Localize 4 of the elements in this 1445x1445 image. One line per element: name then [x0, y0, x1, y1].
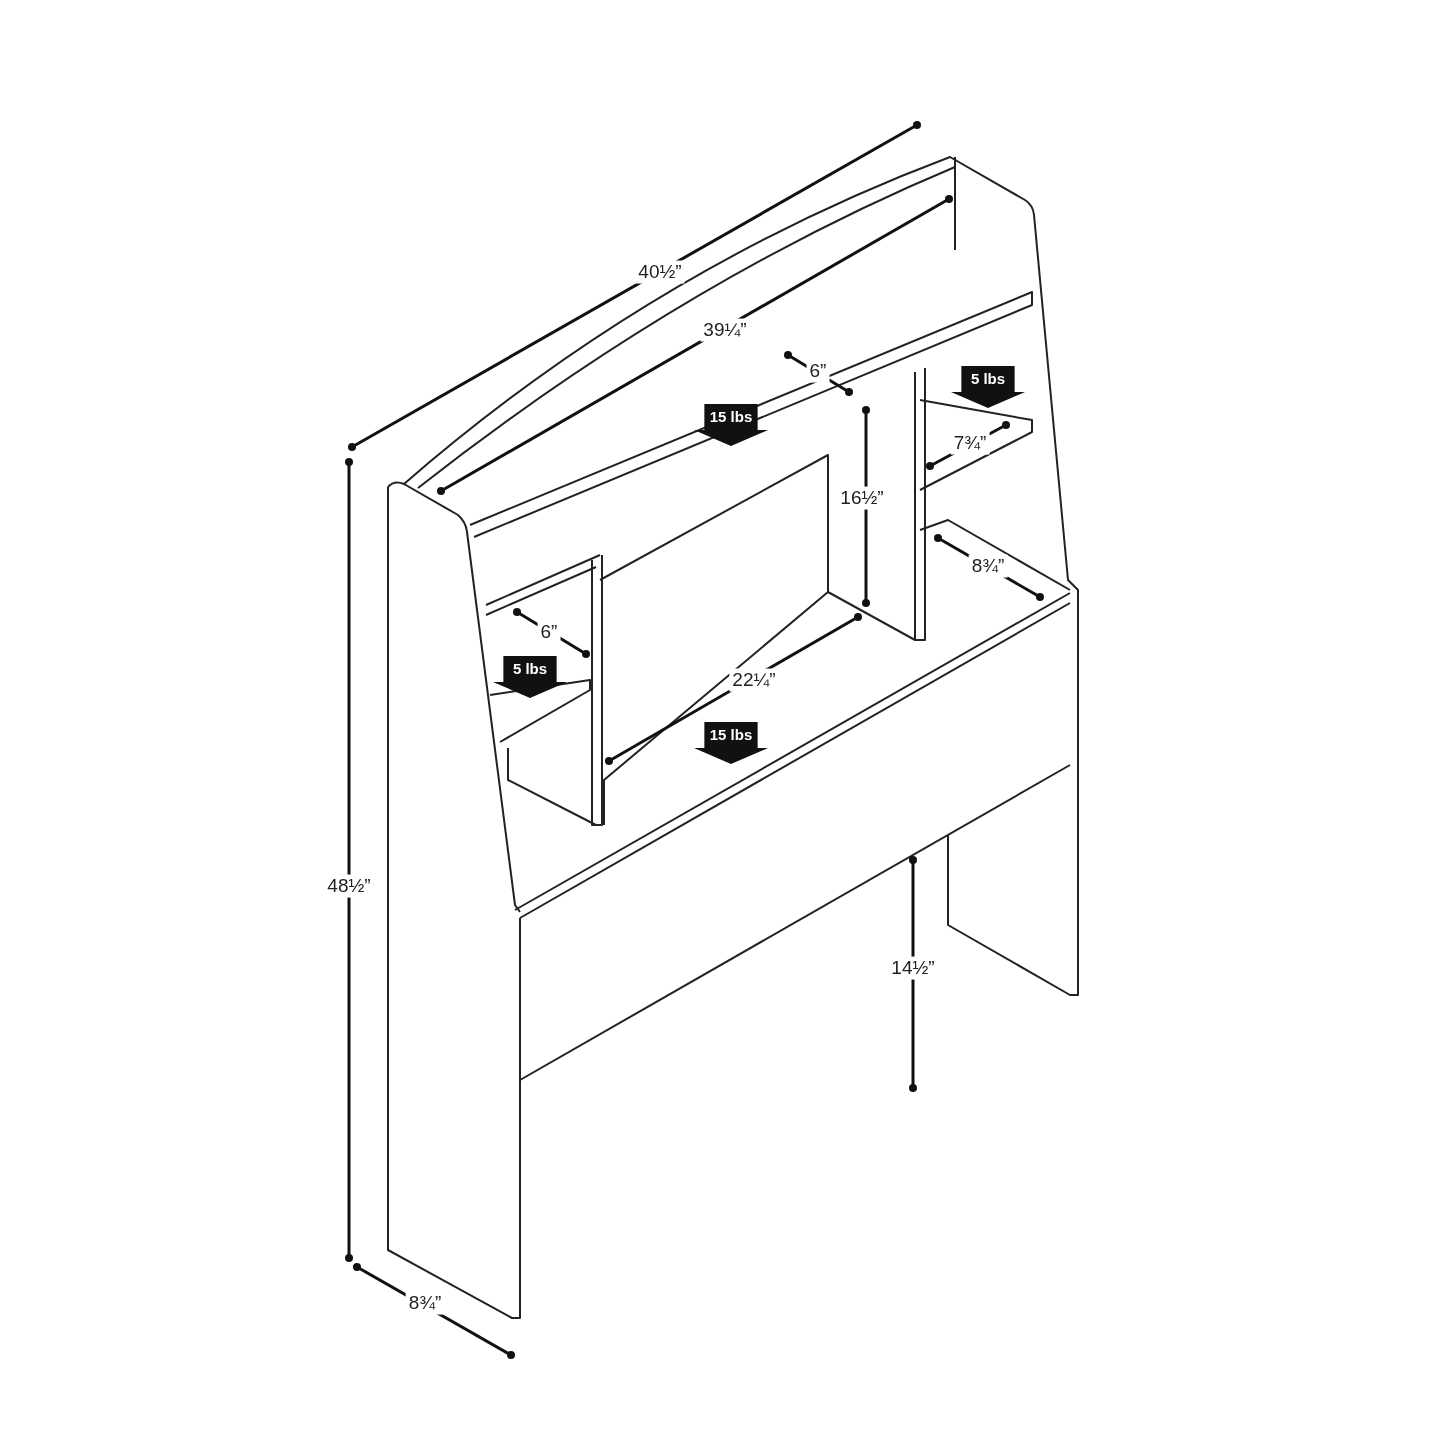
dimension-label: 40½” — [635, 260, 685, 284]
dimension-label: 7¾” — [950, 431, 990, 455]
dimension-label: 8¾” — [405, 1291, 445, 1315]
dimension-label: 8¾” — [968, 554, 1008, 578]
